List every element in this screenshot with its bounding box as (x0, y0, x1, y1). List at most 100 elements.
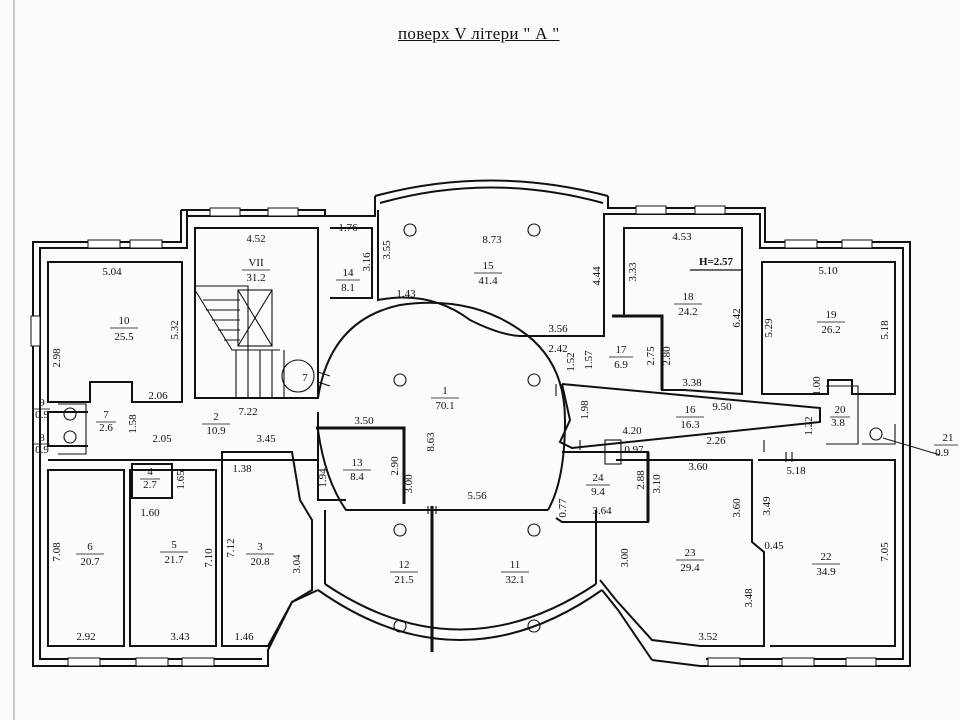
svg-text:2.05: 2.05 (152, 433, 172, 445)
svg-text:5: 5 (171, 539, 177, 551)
room-14-label: 14 8.1 (336, 267, 360, 294)
room-6-label: 6 20.7 (76, 541, 104, 568)
svg-text:VII: VII (248, 257, 264, 269)
svg-text:6.9: 6.9 (614, 359, 628, 371)
svg-text:13: 13 (352, 457, 364, 469)
room-3-label: 3 20.8 (246, 541, 274, 568)
room-labels: 10 25.5 VII 31.2 14 8.1 15 41.4 18 24.2 … (34, 256, 958, 586)
interior-walls-right (555, 227, 941, 647)
svg-text:5.18: 5.18 (879, 320, 891, 340)
svg-text:2: 2 (213, 411, 219, 423)
svg-text:3.48: 3.48 (743, 588, 755, 608)
room-16-label: 16 16.3 (676, 404, 704, 431)
svg-text:0.9: 0.9 (935, 447, 949, 459)
svg-text:1.46: 1.46 (234, 631, 254, 643)
svg-text:19: 19 (826, 309, 838, 321)
svg-text:7.10: 7.10 (203, 548, 215, 568)
svg-text:8.73: 8.73 (482, 234, 502, 246)
svg-text:3.52: 3.52 (698, 631, 717, 643)
svg-text:1.98: 1.98 (579, 400, 591, 420)
svg-text:3.50: 3.50 (354, 415, 374, 427)
stair-number: 7 (302, 372, 308, 384)
svg-text:2.90: 2.90 (389, 456, 401, 476)
svg-text:2.7: 2.7 (143, 479, 157, 491)
svg-text:4: 4 (147, 466, 153, 478)
svg-text:25.5: 25.5 (114, 331, 134, 343)
svg-text:15: 15 (483, 260, 495, 272)
room-4-label: 4 2.7 (140, 466, 160, 491)
svg-text:1: 1 (442, 385, 448, 397)
svg-text:10: 10 (119, 315, 131, 327)
svg-text:16: 16 (685, 404, 697, 416)
svg-text:5.29: 5.29 (763, 318, 775, 338)
room-15-walls (377, 210, 605, 337)
room-11-label: 11 32.1 (501, 559, 529, 586)
svg-text:1.60: 1.60 (140, 507, 160, 519)
svg-text:3.00: 3.00 (403, 474, 415, 494)
svg-text:3.33: 3.33 (627, 262, 639, 282)
svg-text:3.45: 3.45 (256, 433, 276, 445)
svg-text:9.50: 9.50 (712, 401, 732, 413)
room-13-label: 13 8.4 (343, 457, 371, 483)
svg-text:21: 21 (943, 432, 954, 444)
svg-text:2.80: 2.80 (661, 346, 673, 366)
svg-text:3.60: 3.60 (688, 461, 708, 473)
svg-text:3.8: 3.8 (831, 417, 845, 429)
dimension-labels: 5.04 5.32 2.98 2.06 4.52 1.76 3.16 3.55 … (35, 222, 891, 643)
svg-text:8.63: 8.63 (425, 432, 437, 452)
svg-text:7: 7 (103, 409, 109, 421)
svg-text:3.04: 3.04 (291, 554, 303, 574)
svg-text:1.22: 1.22 (803, 416, 815, 435)
room-10-label: 10 25.5 (110, 315, 138, 343)
svg-text:24.2: 24.2 (678, 306, 697, 318)
svg-text:29.4: 29.4 (680, 562, 700, 574)
svg-text:2.75: 2.75 (645, 346, 657, 366)
svg-text:3.55: 3.55 (381, 240, 393, 260)
svg-text:0.9: 0.9 (35, 409, 49, 421)
svg-text:5.18: 5.18 (786, 465, 806, 477)
room-21-label: 21 0.9 (934, 432, 958, 459)
svg-text:3.16: 3.16 (361, 252, 373, 272)
svg-text:2.26: 2.26 (706, 435, 726, 447)
door-marks (317, 371, 793, 514)
svg-text:2.88: 2.88 (635, 470, 647, 490)
svg-text:0.45: 0.45 (764, 540, 784, 552)
svg-text:1.94: 1.94 (317, 468, 329, 488)
svg-text:7.08: 7.08 (51, 542, 63, 562)
floor-title: поверх V літери " А " (398, 24, 560, 43)
svg-text:20.7: 20.7 (80, 556, 100, 568)
room-5-label: 5 21.7 (160, 539, 188, 566)
svg-text:2.98: 2.98 (51, 348, 63, 368)
svg-text:2.06: 2.06 (148, 390, 168, 402)
central-hall (316, 223, 597, 652)
svg-text:16.3: 16.3 (680, 419, 700, 431)
svg-text:34.9: 34.9 (816, 566, 836, 578)
room-1-label: 1 70.1 (431, 385, 459, 412)
room-20-label: 20 3.8 (830, 404, 850, 429)
svg-text:41.4: 41.4 (478, 275, 498, 287)
svg-text:4.53: 4.53 (672, 231, 692, 243)
outer-walls (32, 179, 911, 667)
room-12-label: 12 21.5 (390, 559, 418, 586)
room-22-label: 22 34.9 (812, 551, 840, 578)
svg-text:22: 22 (821, 551, 832, 563)
svg-text:0.77: 0.77 (557, 498, 569, 518)
svg-text:3.10: 3.10 (651, 474, 663, 494)
svg-text:6: 6 (87, 541, 93, 553)
room-15-label: 15 41.4 (474, 260, 502, 287)
svg-text:3.43: 3.43 (170, 631, 190, 643)
svg-text:9.4: 9.4 (591, 486, 605, 498)
svg-text:31.2: 31.2 (246, 272, 265, 284)
svg-text:14: 14 (343, 267, 355, 279)
svg-text:18: 18 (683, 291, 695, 303)
svg-text:17: 17 (616, 344, 628, 356)
room-7-label: 7 2.6 (96, 409, 116, 434)
svg-text:1.38: 1.38 (232, 463, 252, 475)
room-17-label: 17 6.9 (609, 344, 633, 371)
room-VII-label: VII 31.2 (242, 257, 270, 284)
room-19-label: 19 26.2 (817, 309, 845, 336)
svg-text:3.60: 3.60 (731, 498, 743, 518)
svg-text:20.8: 20.8 (250, 556, 270, 568)
svg-text:4.52: 4.52 (246, 233, 265, 245)
